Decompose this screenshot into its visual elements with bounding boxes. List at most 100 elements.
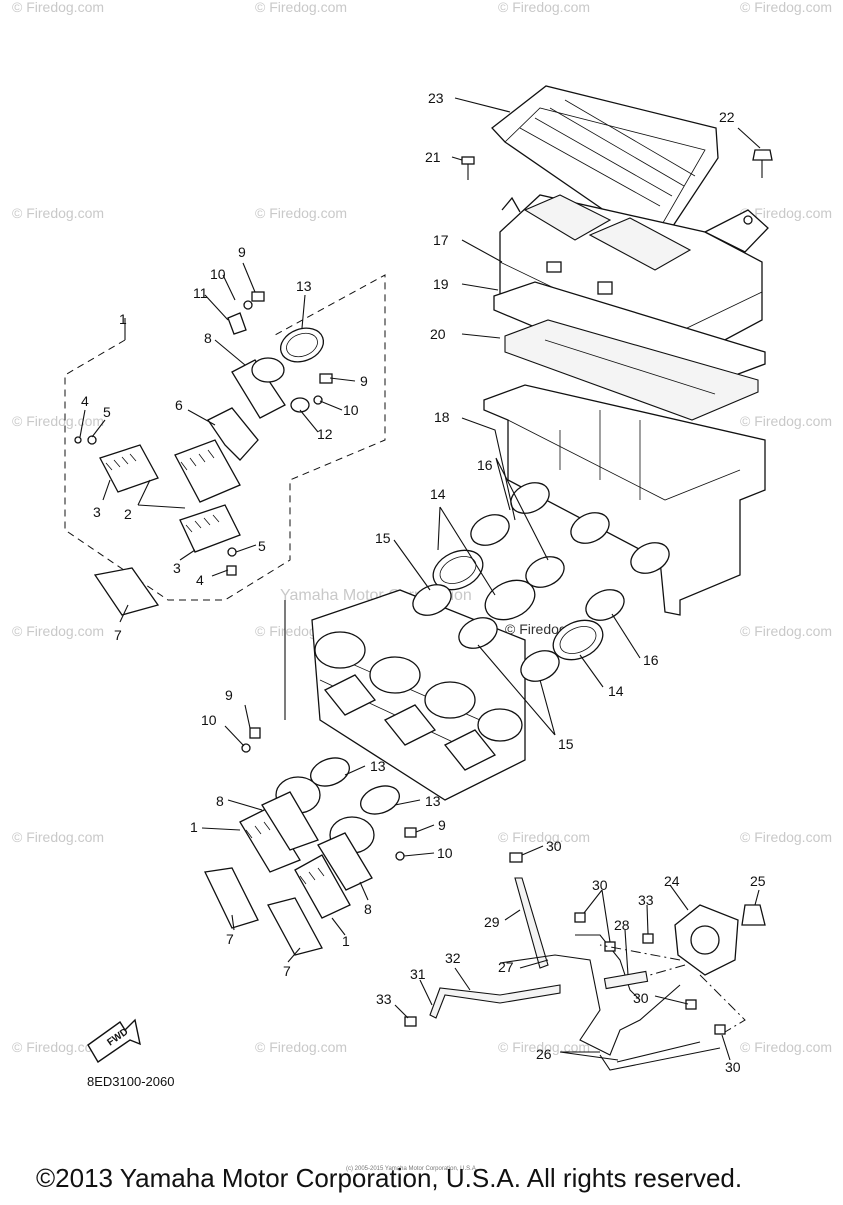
watermark: © Firedog.com xyxy=(740,413,832,429)
callout: 6 xyxy=(175,397,183,413)
callout: 11 xyxy=(193,285,208,301)
watermark: © Firedog.com xyxy=(740,0,832,15)
callout: 9 xyxy=(238,244,246,260)
callout: 15 xyxy=(375,530,391,546)
callout: 10 xyxy=(343,402,359,418)
callout: 15 xyxy=(558,736,574,752)
pump-dashed-lines xyxy=(599,944,746,1033)
callout: 13 xyxy=(425,793,441,809)
callout: 28 xyxy=(614,917,630,933)
callout: 3 xyxy=(93,504,101,520)
gasket-7-upper xyxy=(93,567,160,616)
callout: 8 xyxy=(364,901,372,917)
intake-lower-assembly xyxy=(204,727,417,956)
hose-clips xyxy=(404,852,726,1035)
watermark: © Firedog.com xyxy=(12,1039,104,1055)
holder-11 xyxy=(227,312,247,335)
plug-12 xyxy=(290,397,310,413)
callout: 29 xyxy=(484,914,500,930)
callout: 19 xyxy=(433,276,449,292)
bolt-22 xyxy=(752,149,773,178)
callout: 8 xyxy=(204,330,212,346)
stopper-6 xyxy=(207,407,259,461)
callout: 27 xyxy=(498,959,514,975)
bolt-21 xyxy=(461,156,475,180)
callout: 33 xyxy=(376,991,392,1007)
callout: 30 xyxy=(633,990,649,1006)
callout: 32 xyxy=(445,950,461,966)
callout: 16 xyxy=(643,652,659,668)
callout: 30 xyxy=(546,838,562,854)
callout: 10 xyxy=(437,845,453,861)
watermark: © Firedog.com xyxy=(12,205,104,221)
watermark: © Firedog.com xyxy=(12,413,104,429)
callout: 7 xyxy=(114,627,122,643)
small-notice: (c) 2005-2015 Yamaha Motor Corporation, … xyxy=(346,1166,478,1172)
fuel-pump-assembly xyxy=(674,904,766,976)
air-filter-case-lower xyxy=(483,384,766,616)
callout: 4 xyxy=(196,572,204,588)
diagram-code: 8ED3100-2060 xyxy=(87,1074,174,1089)
callout: 24 xyxy=(664,873,680,889)
callout: 20 xyxy=(430,326,446,342)
callout: 23 xyxy=(428,90,444,106)
watermark: © Firedog.com xyxy=(498,1039,590,1055)
watermark: © Firedog.com xyxy=(740,829,832,845)
callout: 8 xyxy=(216,793,224,809)
callout: 14 xyxy=(608,683,624,699)
element-20 xyxy=(504,319,759,421)
callout: 5 xyxy=(258,538,266,554)
watermark: © Firedog.com xyxy=(498,0,590,15)
callout: 9 xyxy=(438,817,446,833)
callout: 10 xyxy=(201,712,217,728)
watermark: © Firedog.com xyxy=(12,0,104,15)
joint-8-upper xyxy=(231,357,286,419)
callout: 9 xyxy=(360,373,368,389)
watermark: © Firedog.com xyxy=(255,205,347,221)
callout: 26 xyxy=(536,1046,552,1062)
fuel-hoses xyxy=(429,877,721,1071)
callout: 7 xyxy=(226,931,234,947)
callout-labels: 23 22 21 17 19 20 18 16 16 14 14 15 15 9… xyxy=(81,90,766,1075)
callout: 3 xyxy=(173,560,181,576)
callout: 21 xyxy=(425,149,441,165)
air-filter-case-cover xyxy=(491,85,719,239)
watermark: © Firedog.com xyxy=(12,829,104,845)
callout: 10 xyxy=(210,266,226,282)
callout: 5 xyxy=(103,404,111,420)
callout: 16 xyxy=(477,457,493,473)
callout: 13 xyxy=(370,758,386,774)
copyright-footer: ©2013 Yamaha Motor Corporation, U.S.A. A… xyxy=(36,1163,742,1193)
clamp-13-upper xyxy=(279,327,325,363)
callout: 31 xyxy=(410,966,426,982)
watermark: © Firedog.com xyxy=(498,829,590,845)
callout: 1 xyxy=(342,933,350,949)
callout: 18 xyxy=(434,409,450,425)
clamps-15-16 xyxy=(412,514,625,682)
callout: 4 xyxy=(81,393,89,409)
watermark: © Firedog.com xyxy=(740,205,832,221)
reed-valve-upper xyxy=(99,439,241,553)
callout: 1 xyxy=(190,819,198,835)
reed-valve-detail-box xyxy=(64,274,386,601)
callout: 9 xyxy=(225,687,233,703)
watermark: © Firedog.com xyxy=(12,623,104,639)
fwd-arrow-icon: FWD xyxy=(87,1018,141,1064)
screws-4-5-upper xyxy=(74,435,237,576)
callout: 2 xyxy=(124,506,132,522)
watermark: © Firedog.com xyxy=(255,0,347,15)
watermark: © Firedog.com xyxy=(740,623,832,639)
callout: 17 xyxy=(433,232,449,248)
callout: 13 xyxy=(296,278,312,294)
callout: 12 xyxy=(317,426,333,442)
callout: 14 xyxy=(430,486,446,502)
leader-lines xyxy=(79,97,761,1061)
callout: 25 xyxy=(750,873,766,889)
intake-joint-14 xyxy=(432,549,604,661)
watermark: © Firedog.com xyxy=(740,1039,832,1055)
washer-10-upper xyxy=(243,300,323,405)
callout: 30 xyxy=(592,877,608,893)
callout: 30 xyxy=(725,1059,741,1075)
watermark: © Firedog.com xyxy=(255,1039,347,1055)
